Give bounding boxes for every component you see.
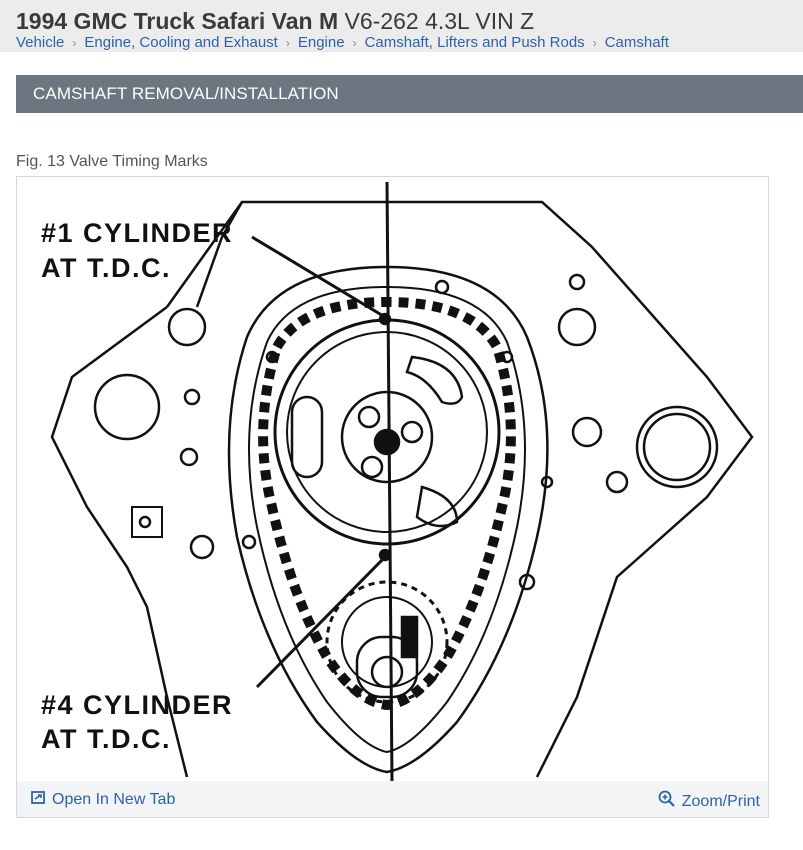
breadcrumb-separator-icon: › [285,36,290,50]
section-header: CAMSHAFT REMOVAL/INSTALLATION [16,75,803,113]
breadcrumb-vehicle[interactable]: Vehicle [16,34,65,51]
label-cylinder-4-tdc: AT T.D.C. [41,724,171,754]
breadcrumb-separator-icon: › [592,36,597,50]
open-in-new-tab-label: Open In New Tab [52,791,176,808]
breadcrumb-separator-icon: › [352,36,357,50]
breadcrumb-separator-icon: › [72,36,77,50]
open-in-new-tab-icon [31,790,46,810]
valve-timing-diagram: #1 CYLINDER AT T.D.C. #4 CYLINDER AT T.D… [41,181,754,781]
figure-caption: Fig. 13 Valve Timing Marks [16,153,208,170]
vehicle-title: 1994 GMC Truck Safari Van M [16,8,339,34]
label-cylinder-1: #1 CYLINDER [41,218,233,248]
figure-container: #1 CYLINDER AT T.D.C. #4 CYLINDER AT T.D… [16,176,769,818]
breadcrumb-camshaft[interactable]: Camshaft [604,34,669,51]
zoom-print-link[interactable]: Zoom/Print [658,790,760,813]
breadcrumb-engine-cooling-exhaust[interactable]: Engine, Cooling and Exhaust [84,34,278,51]
breadcrumb-camshaft-lifters[interactable]: Camshaft, Lifters and Push Rods [364,34,585,51]
breadcrumb-engine[interactable]: Engine [297,34,345,51]
engine-subtitle: V6-262 4.3L VIN Z [344,8,535,34]
figure-footer: Open In New Tab Zoom/Print [17,781,768,817]
zoom-print-label: Zoom/Print [681,792,760,810]
section-title: CAMSHAFT REMOVAL/INSTALLATION [33,84,339,103]
label-cylinder-1-tdc: AT T.D.C. [41,253,171,283]
open-in-new-tab-link[interactable]: Open In New Tab [31,790,175,810]
breadcrumb: Vehicle › Engine, Cooling and Exhaust › Engi… [16,34,803,52]
label-cylinder-4: #4 CYLINDER [41,690,233,720]
zoom-in-icon [658,790,676,813]
page-title: 1994 GMC Truck Safari Van M V6-262 4.3L … [16,8,534,35]
header: 1994 GMC Truck Safari Van M V6-262 4.3L … [0,0,803,52]
